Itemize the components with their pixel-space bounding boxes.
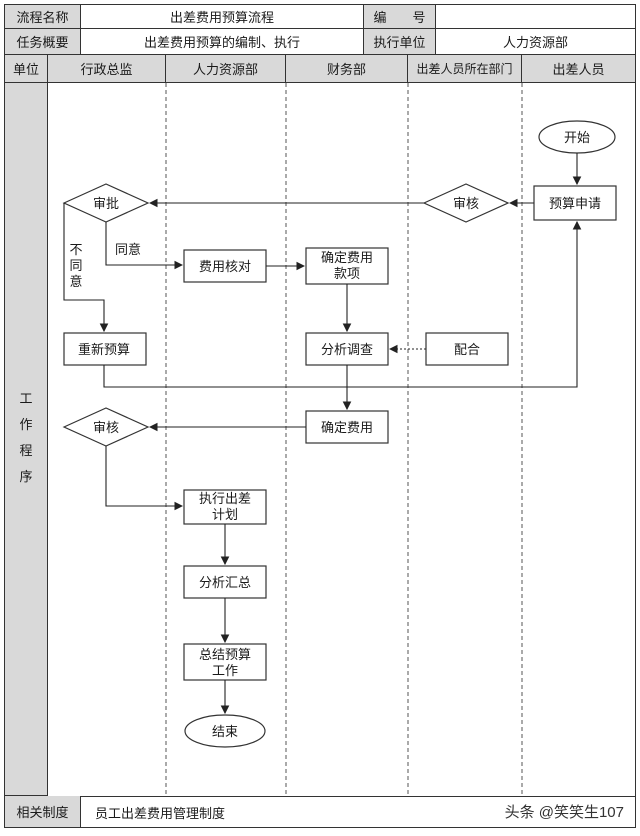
execute-plan-node bbox=[183, 489, 267, 525]
label-line: 不 bbox=[69, 243, 82, 258]
related-value: 员工出差费用管理制度 bbox=[81, 796, 635, 827]
label-line: 执行出差 bbox=[199, 492, 251, 507]
lane-header-traveler-dept: 出差人员所在部门 bbox=[408, 55, 522, 83]
cost-check-label: 费用核对 bbox=[199, 260, 251, 275]
conclude-node bbox=[183, 643, 267, 681]
review1-label: 审核 bbox=[453, 197, 479, 212]
disagree-label: 不同意 bbox=[69, 243, 82, 290]
agree-label: 同意 bbox=[115, 242, 141, 258]
cooperate-label: 配合 bbox=[454, 343, 480, 358]
label-line: 确定费用 bbox=[321, 251, 373, 266]
process-name-label: 流程名称 bbox=[5, 5, 81, 29]
label-line: 意 bbox=[69, 274, 82, 290]
summary-node bbox=[183, 565, 267, 599]
edge-disagree-rebudget bbox=[63, 203, 109, 333]
confirm-items-node bbox=[305, 247, 389, 285]
lane-header-finance: 财务部 bbox=[286, 55, 408, 83]
conclude-label: 总结预算工作 bbox=[199, 648, 251, 679]
confirm-cost-node bbox=[305, 410, 389, 444]
budget-apply-label: 预算申请 bbox=[549, 197, 601, 212]
exec-unit-label: 执行单位 bbox=[364, 29, 436, 55]
end-label: 结束 bbox=[212, 725, 238, 740]
label-line: 总结预算 bbox=[199, 648, 251, 663]
confirm-cost-label: 确定费用 bbox=[321, 421, 373, 436]
watermark: 头条 @笑笑生107 bbox=[502, 801, 626, 822]
rebudget-node bbox=[63, 332, 147, 366]
label-line: 计划 bbox=[212, 508, 238, 523]
lane-header-hr: 人力资源部 bbox=[166, 55, 286, 83]
review-diamond-1 bbox=[422, 183, 510, 223]
exec-unit-value: 人力资源部 bbox=[436, 29, 635, 55]
lane-header-traveler: 出差人员 bbox=[522, 55, 635, 83]
review2-label: 审核 bbox=[93, 421, 119, 436]
analyze-label: 分析调查 bbox=[321, 343, 373, 358]
approve-label: 审批 bbox=[93, 197, 119, 212]
form-frame bbox=[4, 4, 636, 828]
summary-label: 分析汇总 bbox=[199, 576, 251, 591]
edge-rebudget-apply bbox=[103, 220, 582, 388]
edge-approve-costcheck bbox=[105, 222, 184, 270]
confirm-items-label: 确定费用款项 bbox=[321, 251, 373, 282]
budget-apply-node bbox=[533, 185, 617, 221]
related-label: 相关制度 bbox=[5, 796, 81, 827]
start-label: 开始 bbox=[564, 131, 590, 146]
execute-plan-label: 执行出差计划 bbox=[199, 492, 251, 523]
label-line: 款项 bbox=[334, 267, 360, 282]
lane-header-admin: 行政总监 bbox=[48, 55, 166, 83]
code-label: 编 号 bbox=[364, 5, 436, 29]
edge-review-execute bbox=[105, 446, 184, 511]
code-value bbox=[436, 5, 635, 29]
rebudget-label: 重新预算 bbox=[78, 342, 130, 358]
unit-label: 单位 bbox=[5, 55, 48, 83]
task-overview-value: 出差费用预算的编制、执行 bbox=[81, 29, 364, 55]
approve-diamond bbox=[62, 183, 150, 223]
task-overview-label: 任务概要 bbox=[5, 29, 81, 55]
end-node bbox=[184, 714, 266, 748]
label-line: 工作 bbox=[212, 664, 238, 679]
review-diamond-2 bbox=[62, 407, 150, 447]
workflow-side-label: 工 作 程 序 bbox=[5, 83, 48, 796]
label-line: 同 bbox=[69, 259, 82, 274]
process-name-value: 出差费用预算流程 bbox=[81, 5, 364, 29]
